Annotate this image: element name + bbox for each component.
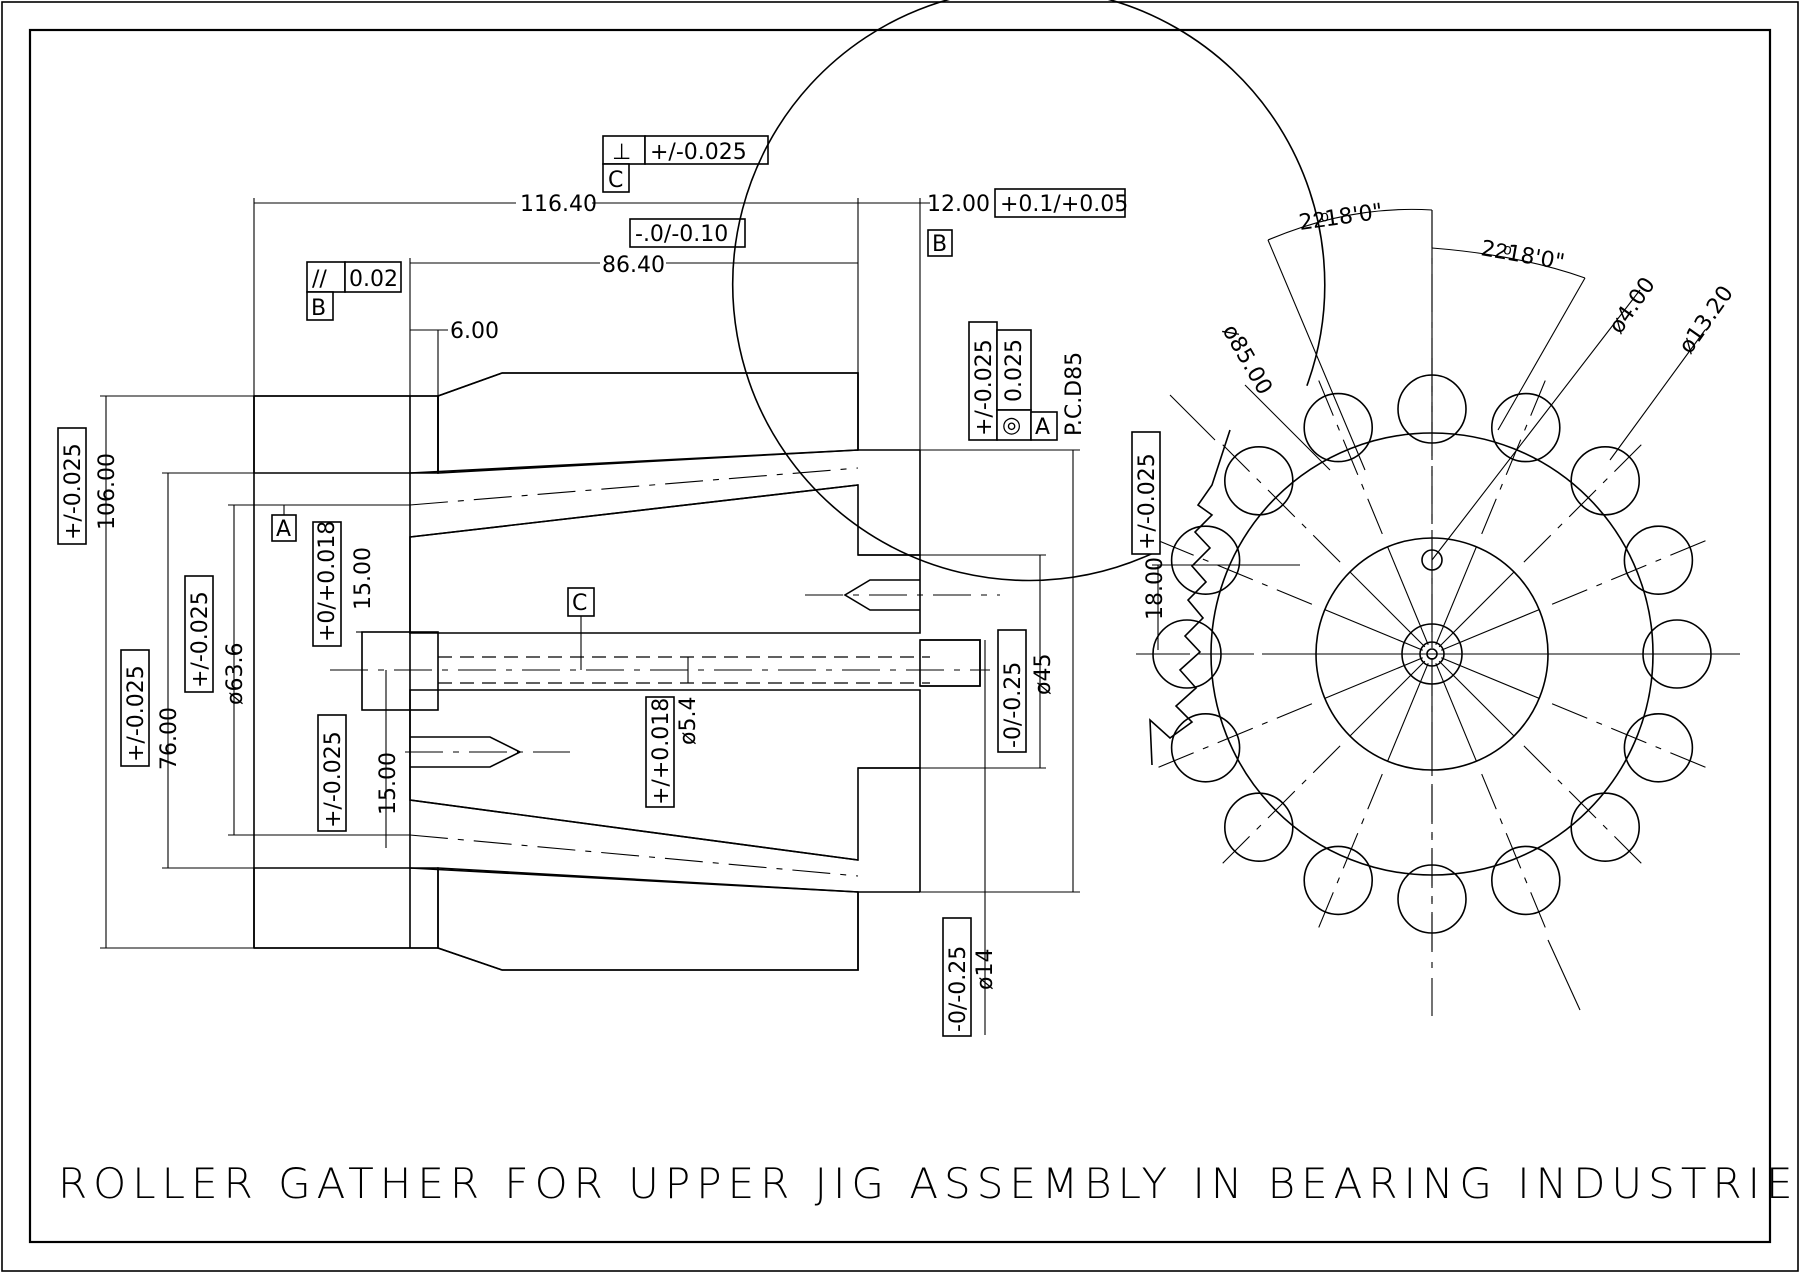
radial-centerline: [1154, 703, 1313, 770]
radial-centerline: [1523, 745, 1645, 867]
conc-symbol: ◎: [1002, 413, 1021, 438]
par-symbol: //: [312, 267, 327, 292]
roller-hole: [1570, 445, 1640, 516]
front-view: [732, 0, 1740, 1025]
hub-spoke: [1387, 546, 1429, 646]
tol-12: +0.1/+0.05: [1000, 192, 1128, 217]
tol-5: +/+0.018: [649, 698, 674, 805]
roller-hole: [1491, 845, 1561, 916]
roller-hole: [1170, 525, 1241, 596]
perp-datum: C: [608, 168, 623, 193]
radial-centerline: [1219, 441, 1341, 563]
radial-centerline: [1316, 376, 1383, 535]
par-value: 0.02: [349, 267, 398, 292]
radial-centerline: [1551, 703, 1710, 770]
outer-arc: [732, 0, 1326, 582]
hub-spoke: [1435, 662, 1477, 762]
dim-45: ø45: [1031, 654, 1056, 695]
hub-spoke: [1349, 571, 1426, 648]
radial-centerline: [1523, 441, 1645, 563]
conc-tol: +/-0.025: [972, 339, 997, 436]
conc-datum: A: [1035, 415, 1050, 440]
perp-value: +/-0.025: [650, 140, 747, 165]
hub-spoke: [1440, 609, 1540, 651]
hub-spoke: [1324, 657, 1424, 699]
tol-15a: +0/+0.018: [315, 521, 340, 642]
break-line: [1149, 429, 1231, 766]
dim-14: ø14: [973, 949, 998, 990]
roller-hole: [1491, 392, 1561, 463]
tol-76: +/-0.025: [124, 665, 149, 762]
radial-centerline: [1481, 376, 1548, 535]
datum-c: C: [572, 591, 587, 616]
tol-18: +/-0.025: [1135, 453, 1160, 550]
section-dimensions: 116.40 12.00 +0.1/+0.05 B ⊥ +/-0.025 C -…: [57, 135, 1128, 1037]
dim-5: ø5.4: [676, 697, 701, 745]
hub-spoke: [1435, 546, 1477, 646]
dim-86: 86.40: [602, 253, 665, 278]
tol-12-box: [994, 188, 1126, 218]
radial-centerline: [1316, 773, 1383, 932]
drawing-title: ROLLER GATHER FOR UPPER JIG ASSEMBLY IN …: [58, 1159, 1800, 1208]
roller-hole: [1303, 392, 1373, 463]
dim-15a: 15.00: [351, 547, 376, 610]
hub-spoke: [1438, 571, 1515, 648]
tol-63: +/-0.025: [188, 591, 213, 688]
dim-106: 106.00: [95, 453, 120, 530]
hub-spoke: [1324, 609, 1424, 651]
inner-border: [28, 28, 1772, 1244]
dim-6: 6.00: [450, 319, 499, 344]
dim-63: ø63.6: [223, 643, 248, 705]
pcd-label: P.C.D85: [1062, 352, 1087, 436]
dim-12: 12.00: [927, 192, 990, 217]
conc-value: 0.025: [1002, 339, 1027, 402]
dim-76: 76.00: [157, 707, 182, 770]
roller-hole: [1623, 525, 1694, 596]
tol-15b: +/-0.025: [321, 731, 346, 828]
roller-hole: [1170, 712, 1241, 783]
bore-pocket: [361, 631, 439, 711]
roller-hole: [1570, 792, 1640, 863]
perp-symbol: ⊥: [612, 140, 631, 165]
tol-106: +/-0.025: [61, 443, 86, 540]
section-view: [253, 372, 1000, 971]
hub-spoke: [1438, 660, 1515, 737]
hub-spoke: [1440, 657, 1540, 699]
radial-centerline: [1551, 538, 1710, 605]
tol-45: -0/-0.25: [1001, 662, 1026, 748]
angle-2: 22ͦ18'0": [1479, 236, 1566, 275]
roller-hole: [1623, 712, 1694, 783]
roller-hole: [1224, 445, 1294, 516]
datum-b-top: B: [932, 232, 947, 257]
hub-spoke: [1387, 662, 1429, 762]
angle-1: 22ͦ18'0": [1297, 199, 1384, 236]
dim-116: 116.40: [520, 192, 597, 217]
roller-hole: [1224, 792, 1294, 863]
datum-a: A: [276, 517, 291, 542]
radial-centerline: [1154, 538, 1313, 605]
right-step: [919, 639, 981, 687]
tol-86: -.0/-0.10: [635, 222, 728, 247]
radial-centerline: [1219, 745, 1341, 867]
hatch-bottom-cone: [437, 867, 859, 971]
tol-14: -0/-0.25: [946, 946, 971, 1032]
dia-13: ø13.20: [1674, 281, 1738, 358]
hatch-top-cone: [437, 372, 859, 474]
par-datum: B: [311, 296, 326, 321]
hub-spoke: [1349, 660, 1426, 737]
dim-18: 18.00: [1143, 557, 1168, 620]
dia-4: ø4.00: [1604, 273, 1660, 338]
radial-centerline: [1481, 773, 1548, 932]
roller-hole: [1303, 845, 1373, 916]
dim-15b: 15.00: [376, 752, 401, 815]
